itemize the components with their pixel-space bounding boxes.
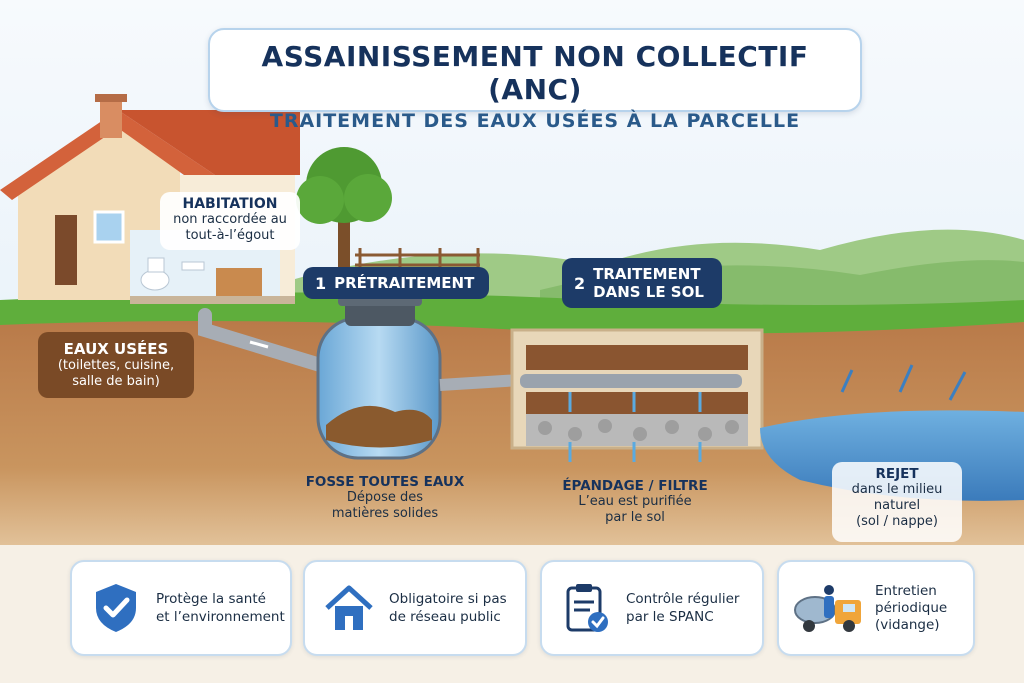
card-controle-line1: Contrôle régulier <box>626 591 740 607</box>
step-2-number: 2 <box>574 273 586 293</box>
fosse-line1: Dépose des <box>346 490 424 505</box>
vacuum-truck-icon <box>794 585 861 632</box>
eaux-usees-line1: (toilettes, cuisine, <box>57 358 175 373</box>
card-entretien-line1: Entretien <box>875 582 937 599</box>
shield-check-icon <box>96 584 136 632</box>
habitation-title: HABITATION <box>182 196 278 212</box>
step-2-label-line2: DANS LE SOL <box>593 283 704 301</box>
rejet-title: REJET <box>875 466 919 482</box>
step-1-label: PRÉTRAITEMENT <box>334 274 475 292</box>
card-entretien-line3: (vidange) <box>875 616 940 633</box>
card-sante: Protège la santé et l’environnement <box>70 560 292 656</box>
card-obligatoire-line2: de réseau public <box>389 609 501 625</box>
rejet-line1: dans le milieu <box>851 482 943 497</box>
rejet-line2: naturel <box>873 498 921 513</box>
clipboard-check-icon <box>566 584 608 632</box>
card-obligatoire-line1: Obligatoire si pas <box>389 591 507 607</box>
fosse-title: FOSSE TOUTES EAUX <box>305 474 465 490</box>
card-sante-line1: Protège la santé <box>156 591 266 607</box>
epandage-caption: ÉPANDAGE / FILTRE L’eau est purifiée par… <box>545 478 725 526</box>
step-2-badge: 2 TRAITEMENT DANS LE SOL <box>562 258 722 308</box>
house-icon <box>325 585 373 630</box>
page-subtitle: TRAITEMENT DES EAUX USÉES À LA PARCELLE <box>269 110 801 132</box>
step-1-badge: 1 PRÉTRAITEMENT <box>303 267 489 299</box>
fosse-line2: matières solides <box>331 506 439 521</box>
habitation-label: HABITATION non raccordée au tout-à-l’égo… <box>160 192 300 250</box>
card-entretien: Entretien périodique (vidange) <box>777 560 975 656</box>
rejet-label: REJET dans le milieu naturel (sol / napp… <box>832 462 962 542</box>
card-controle: Contrôle régulier par le SPANC <box>540 560 764 656</box>
page-title: ASSAINISSEMENT NON COLLECTIF (ANC) <box>261 40 809 106</box>
habitation-line2: tout-à-l’égout <box>185 228 275 243</box>
card-entretien-line2: périodique <box>875 599 948 616</box>
eaux-usees-label: EAUX USÉES (toilettes, cuisine, salle de… <box>38 332 194 398</box>
card-controle-line2: par le SPANC <box>626 609 714 625</box>
epandage-line1: L’eau est purifiée <box>578 494 692 509</box>
epandage-title: ÉPANDAGE / FILTRE <box>562 478 708 494</box>
habitation-line1: non raccordée au <box>173 212 287 227</box>
card-sante-line2: et l’environnement <box>156 609 285 625</box>
eaux-usees-line2: salle de bain) <box>72 374 160 389</box>
title-box: ASSAINISSEMENT NON COLLECTIF (ANC) TRAIT… <box>208 28 862 132</box>
card-obligatoire: Obligatoire si pas de réseau public <box>303 560 527 656</box>
step-2-label-line1: TRAITEMENT <box>593 265 701 283</box>
epandage-line2: par le sol <box>605 510 665 525</box>
rejet-line3: (sol / nappe) <box>856 514 938 529</box>
step-1-number: 1 <box>315 273 327 293</box>
fosse-caption: FOSSE TOUTES EAUX Dépose des matières so… <box>290 474 480 522</box>
eaux-usees-title: EAUX USÉES <box>63 340 169 358</box>
